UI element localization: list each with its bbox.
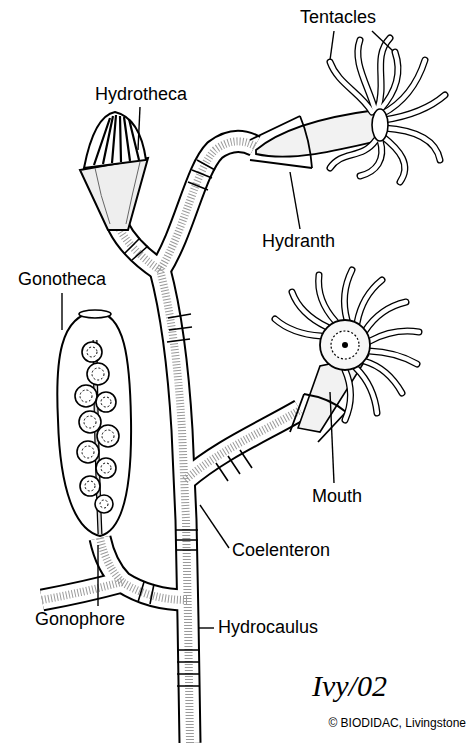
hydrocaulus-stalk [42, 141, 300, 743]
stalk-rings [124, 160, 252, 686]
copyright-notice: © BIODIDAC, Livingstone [328, 716, 466, 730]
part-label: Gonophore [35, 609, 125, 631]
signature: Ivy/02 [312, 668, 387, 704]
leader-lines [62, 31, 393, 628]
part-label: Mouth [312, 486, 362, 508]
hydranth-upper [250, 38, 445, 182]
hydranth-lower [275, 270, 419, 442]
part-label: Hydranth [262, 231, 335, 253]
part-label: Tentacles [300, 7, 376, 29]
gonotheca [57, 310, 131, 536]
closed-hydrotheca [80, 112, 148, 230]
part-label: Coelenteron [232, 540, 330, 562]
part-label: Hydrocaulus [218, 617, 318, 639]
part-label: Hydrotheca [95, 84, 187, 106]
part-label: Gonotheca [18, 269, 106, 291]
